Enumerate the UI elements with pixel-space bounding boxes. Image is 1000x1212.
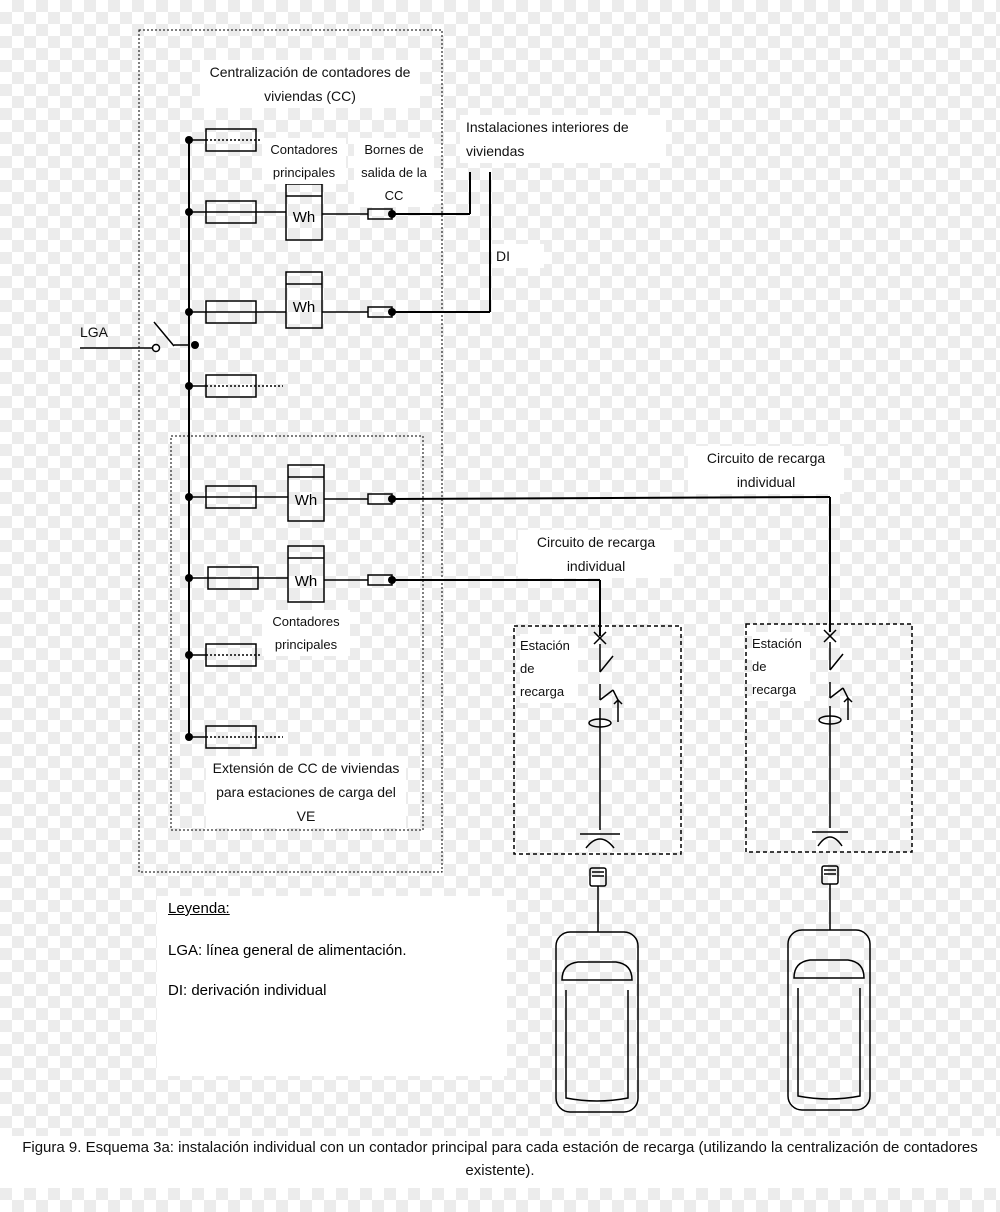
main-switch [153,321,175,347]
fuse-row-5 [189,464,831,632]
fuse-row-2 [189,172,471,241]
meter-label-4: Wh [295,573,318,590]
legend-title: Leyenda: [168,900,230,917]
instalaciones-label: Instalaciones interiores de viviendas [460,115,666,163]
figure-caption-text: Figura 9. Esquema 3a: instalación indivi… [22,1139,978,1179]
plug-left [589,867,607,932]
extension-boundary [170,435,424,831]
station-right-boundary [745,623,913,853]
car-right-icon [787,929,871,1111]
circuito-recarga-mid-label: Circuito de recarga individual [518,530,674,578]
station-left-boundary [513,625,682,855]
bornes-label: Bornes de salida de la CC [354,138,434,207]
extension-label: Extensión de CC de viviendas para estaci… [206,756,406,828]
contadores-principales-top-label: Contadores principales [262,138,346,184]
fuse-row-8 [189,725,283,749]
junction-dots [185,136,396,741]
station-left-circuit [580,631,623,849]
contadores-principales-bottom-label: Contadores principales [262,610,350,656]
fuse-row-3 [189,172,491,329]
meter-label-1: Wh [293,209,316,226]
lga-label: LGA [80,324,109,340]
figure-caption: Figura 9. Esquema 3a: instalación indivi… [0,1136,1000,1188]
station-right-circuit [812,629,853,847]
car-left-icon [555,931,639,1113]
meter-label-2: Wh [293,299,316,316]
fuse-row-6 [189,545,601,636]
estacion-left-label: Estación de recarga [520,634,578,703]
meter-label-3: Wh [295,492,318,509]
legend-lga: LGA: línea general de alimentación. [168,942,407,959]
cc-title: Centralización de contadores de vivienda… [200,60,420,108]
plug-right [821,865,839,930]
fuse-row-4 [189,374,283,398]
legend-di: DI: derivación individual [168,982,327,999]
cc-boundary [138,29,443,873]
estacion-right-label: Estación de recarga [752,632,810,701]
di-label: DI [492,244,544,268]
circuito-recarga-right-label: Circuito de recarga individual [688,446,844,494]
